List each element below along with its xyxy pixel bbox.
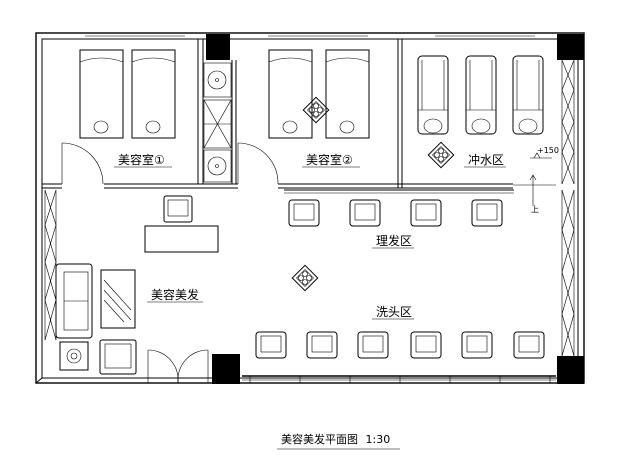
drawing-scale: 1:30 [366, 433, 391, 446]
beauty-bed [79, 49, 124, 139]
shampoo-chair [513, 331, 545, 359]
shampoo-recliner [465, 55, 497, 135]
beauty-bed [268, 49, 313, 139]
shampoo-chair [255, 331, 287, 359]
sink-basin-bottom [203, 149, 232, 183]
stair-label: 上 [531, 205, 539, 214]
elevation-marker: +150 [530, 146, 559, 159]
beauty-bed [325, 49, 370, 139]
armchair [163, 195, 193, 223]
plant-symbol [291, 264, 319, 292]
drawing-title-text: 美容美发平面图 [281, 432, 358, 446]
structural-columns [206, 34, 584, 384]
room-label-haircut-area: 理发区 [376, 233, 412, 248]
interior-partitions [42, 39, 513, 189]
shampoo-recliner [512, 55, 544, 135]
room-label-beauty-room-1: 美容室① [118, 152, 165, 167]
salon-chair [471, 199, 503, 227]
salon-chair [349, 199, 381, 227]
shampoo-chair [357, 331, 389, 359]
shampoo-recliner [417, 55, 449, 135]
plant-symbol [427, 141, 455, 169]
door-room-1 [61, 142, 104, 185]
sink-basin-top [203, 62, 232, 98]
room-label-rinse-area: 冲水区 [468, 152, 504, 167]
stair-arrow: 上 [513, 174, 556, 214]
shampoo-chair [461, 331, 493, 359]
storefront-window [242, 375, 556, 383]
beauty-bed [131, 49, 176, 139]
door-room-2 [237, 142, 279, 185]
plant-symbol [302, 96, 330, 124]
left-glass-partition [44, 189, 57, 341]
salon-chair [288, 199, 320, 227]
shampoo-chair [410, 331, 442, 359]
entrance-double-door [147, 349, 209, 384]
salon-chair [410, 199, 442, 227]
outer-walls [35, 32, 585, 384]
room-label-shampoo-area: 洗头区 [376, 305, 412, 319]
side-table [59, 341, 89, 371]
room-label-beauty-room-2: 美容室② [306, 152, 353, 167]
room-label-beauty-salon: 美容美发 [151, 287, 199, 302]
storage-cabinets [203, 99, 232, 149]
reception-desk [144, 225, 219, 253]
drawing-title: 美容美发平面图 1:30 [281, 432, 390, 446]
armchair [99, 339, 137, 375]
shampoo-chair [306, 331, 338, 359]
mirror-counter [284, 189, 514, 194]
elevation-label: +150 [537, 146, 559, 155]
sofa [55, 263, 93, 339]
right-glass-partition [561, 59, 575, 357]
coffee-table [100, 269, 136, 329]
